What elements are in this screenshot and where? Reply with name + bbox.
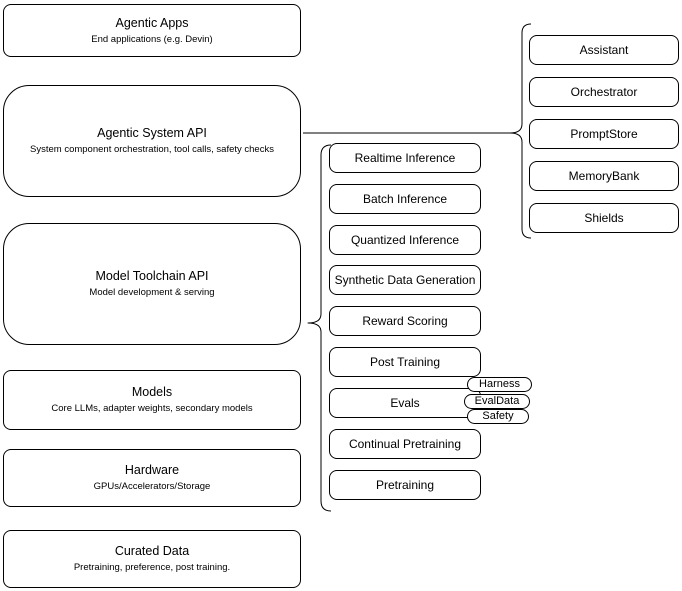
system-node-memorybank: MemoryBank xyxy=(529,161,679,191)
node-subtitle: Pretraining, preference, post training. xyxy=(73,562,231,573)
node-subtitle: Model development & serving xyxy=(89,287,215,298)
evals-tag-safety: Safety xyxy=(467,409,529,424)
toolchain-node-batch-inference: Batch Inference xyxy=(329,184,481,214)
node-title: Curated Data xyxy=(114,544,190,558)
toolchain-group-brace xyxy=(307,144,332,512)
node-title: Agentic Apps xyxy=(115,15,189,30)
system-node-promptstore: PromptStore xyxy=(529,119,679,149)
node-subtitle: System component orchestration, tool cal… xyxy=(30,144,274,155)
toolchain-node-continual-pretraining: Continual Pretraining xyxy=(329,429,481,459)
node-title: Agentic System API xyxy=(97,126,207,140)
toolchain-node-realtime-inference: Realtime Inference xyxy=(329,143,481,173)
evals-tag-harness: Harness xyxy=(467,377,532,392)
toolchain-node-quantized-inference: Quantized Inference xyxy=(329,225,481,255)
toolchain-node-pretraining: Pretraining xyxy=(329,470,481,500)
system-group-brace xyxy=(509,23,532,239)
node-title: Models xyxy=(131,385,173,399)
node-title: Model Toolchain API xyxy=(95,269,209,283)
node-subtitle: GPUs/Accelerators/Storage xyxy=(93,481,211,492)
node-subtitle: End applications (e.g. Devin) xyxy=(91,33,213,45)
toolchain-node-synthetic-data-generation: Synthetic Data Generation xyxy=(329,265,481,295)
toolchain-node-reward-scoring: Reward Scoring xyxy=(329,306,481,336)
node-subtitle: Core LLMs, adapter weights, secondary mo… xyxy=(51,403,253,414)
system-node-assistant: Assistant xyxy=(529,35,679,65)
node-title: Hardware xyxy=(124,463,180,477)
system-node-shields: Shields xyxy=(529,203,679,233)
node-agentic-system-api: Agentic System API System component orche… xyxy=(3,85,301,197)
node-model-toolchain-api: Model Toolchain API Model development & s… xyxy=(3,223,301,345)
toolchain-node-post-training: Post Training xyxy=(329,347,481,377)
toolchain-node-evals: Evals xyxy=(329,388,481,418)
system-node-orchestrator: Orchestrator xyxy=(529,77,679,107)
evals-tag-evaldata: EvalData xyxy=(464,394,530,409)
